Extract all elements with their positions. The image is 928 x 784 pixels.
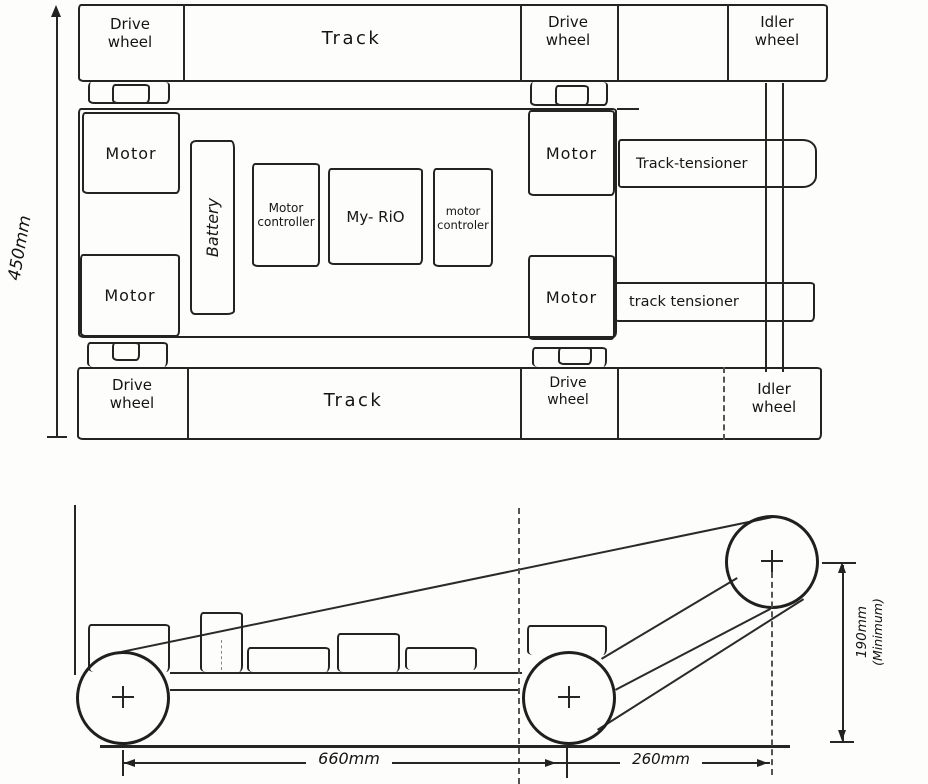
drive-wheel-top-left-label: Drive wheel	[107, 15, 153, 51]
dimension-label-660mm: 660mm	[306, 749, 392, 769]
bracket-bottom-right-inner	[558, 347, 592, 365]
idler-wheel-bottom-label: Idler wheel	[751, 380, 797, 416]
track-tensioner-top-box: Track-tensioner	[618, 139, 817, 188]
motor-controller-right-box: motor controler	[433, 168, 493, 267]
side-component-box-2	[247, 647, 330, 672]
dimension-label-190mm: 190mm	[854, 605, 870, 659]
track-rear-lower-tangent	[597, 598, 805, 731]
dimension-label-450mm: 450mm	[4, 213, 36, 283]
track-bottom-label: Track	[323, 390, 384, 411]
motor-controller-left-label: Motor controller	[257, 201, 315, 229]
mid-drive-wheel-circle	[522, 651, 616, 745]
height-dim-arrow-down	[838, 730, 846, 741]
motor-controller-right-label: motor controler	[437, 203, 489, 232]
track-tensioner-bottom-label: track tensioner	[629, 294, 739, 310]
side-front-wheel-bracket	[88, 624, 170, 672]
dimension-line-190mm	[842, 565, 844, 741]
mid-wheel-center-mark-v	[568, 686, 570, 708]
top-row-divider-1	[183, 4, 185, 82]
side-component-tall-box	[200, 612, 243, 672]
track-rear-diagonal-1	[601, 577, 738, 660]
bottom-row-divider-3	[617, 367, 619, 440]
drive-wheel-top-right-label: Drive wheel	[545, 13, 591, 49]
motor-rear-right-box: Motor	[528, 255, 615, 340]
track-tensioner-top-label: Track-tensioner	[636, 155, 748, 172]
dimension-line-450mm	[56, 12, 58, 438]
top-row-divider-2	[520, 4, 522, 82]
dimension-label-minimum-note: (Minimum)	[869, 598, 885, 666]
idler-wheel-top-label: Idler wheel	[754, 13, 800, 49]
side-component-box-3	[337, 633, 400, 672]
track-tensioner-bottom-box: track tensioner	[613, 282, 815, 322]
dimension-arrow-right-660	[545, 759, 556, 767]
dimension-tick-left	[122, 750, 124, 776]
bracket-bottom-left-inner	[112, 342, 140, 361]
my-rio-box: My- RiO	[328, 168, 423, 265]
motor-front-right-label: Motor	[545, 143, 598, 163]
side-mid-wheel-bracket	[527, 625, 607, 655]
top-track-row-outline	[78, 4, 828, 82]
motor-rear-left-box: Motor	[80, 254, 180, 337]
dimension-arrow-left-660	[124, 759, 135, 767]
dimension-arrow-right-260	[757, 759, 768, 767]
top-row-divider-4	[727, 4, 729, 82]
bracket-top-right-inner	[555, 85, 589, 106]
dimension-tick-middle	[566, 748, 568, 778]
height-dim-extension-bottom	[830, 741, 854, 743]
height-dim-arrow-up	[838, 562, 846, 573]
ground-line	[100, 745, 790, 748]
motor-front-left-box: Motor	[82, 112, 180, 194]
track-rear-diagonal-2	[615, 607, 772, 691]
bracket-top-left-inner	[112, 84, 150, 104]
bottom-track-row-outline	[77, 367, 822, 440]
dimension-end-bar	[47, 436, 67, 438]
drive-wheel-bottom-left-label: Drive wheel	[109, 376, 155, 412]
side-component-box-4	[405, 647, 477, 670]
side-chassis-top-line	[170, 672, 522, 674]
idler-center-dashed-line	[771, 572, 773, 775]
motor-front-right-box: Motor	[528, 110, 615, 196]
side-chassis-bottom-line	[170, 689, 520, 691]
bottom-row-divider-1	[187, 367, 189, 440]
idler-wheel-center-mark-v	[771, 550, 773, 572]
motor-controller-left-box: Motor controller	[252, 163, 320, 267]
drive-wheel-bottom-right-label: Drive wheel	[547, 375, 589, 408]
front-drive-wheel-circle	[76, 651, 170, 745]
idler-shaft-line-left	[765, 83, 767, 372]
side-component-hidden-edge	[221, 640, 222, 670]
side-view-left-reference-line	[74, 505, 76, 675]
top-row-divider-3	[617, 4, 619, 82]
battery-box: Battery	[190, 140, 235, 315]
battery-label: Battery	[203, 197, 222, 258]
chassis-outline	[78, 108, 617, 338]
idler-shaft-line-right	[782, 83, 784, 372]
motor-rear-left-label: Motor	[104, 286, 156, 305]
my-rio-label: My- RiO	[346, 207, 405, 226]
front-wheel-center-mark-v	[122, 686, 124, 708]
mid-wheel-reference-dashed-line	[518, 508, 520, 784]
motor-rear-right-label: Motor	[545, 288, 598, 307]
dimension-arrow-up	[51, 5, 61, 17]
motor-front-left-label: Motor	[105, 143, 157, 163]
dimension-label-190mm-group: 190mm (Minimum)	[854, 552, 895, 712]
track-top-label: Track	[321, 28, 382, 49]
bottom-row-divider-2	[520, 367, 522, 440]
dimension-label-260mm: 260mm	[620, 750, 702, 769]
bottom-row-divider-4-dashed	[723, 367, 725, 440]
chassis-top-extension-line	[617, 108, 639, 110]
